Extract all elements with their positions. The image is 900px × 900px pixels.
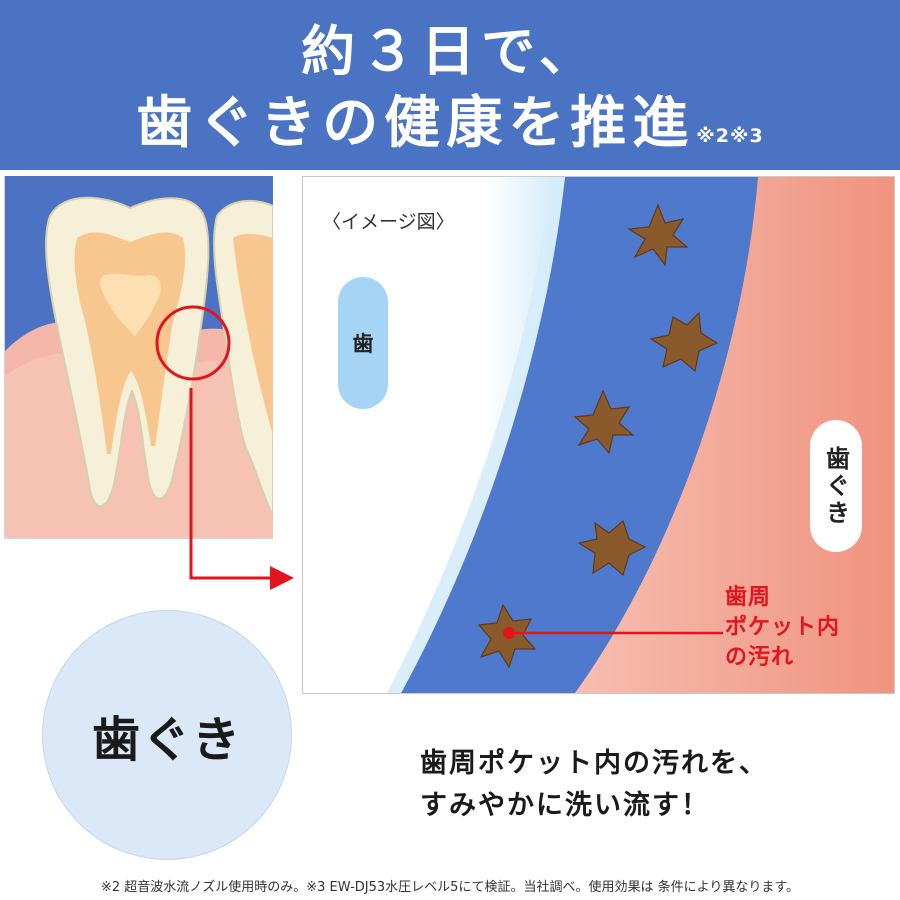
debris-particle — [627, 203, 689, 267]
benefit-caption: 歯周ポケット内の汚れを、 すみやかに洗い流す！ — [420, 743, 840, 827]
headline-line2: 歯ぐきの健康を推進※2※3 — [0, 92, 900, 168]
image-caption-label: 〈イメージ図〉 — [322, 211, 455, 233]
pocket-cross-section — [303, 177, 894, 693]
pocket-label-line1: 歯周 — [725, 585, 772, 610]
pocket-debris-label: 歯周 ポケット内 の汚れ — [725, 583, 895, 673]
tooth-illustration-panel — [4, 176, 273, 539]
gum-circle-badge: 歯ぐき — [42, 610, 292, 860]
debris-particle — [649, 311, 719, 373]
debris-particle — [573, 389, 635, 455]
headline-footnote-ref: ※2※3 — [696, 125, 764, 147]
pocket-label-line2: ポケット内 — [725, 615, 841, 640]
caption-line1: 歯周ポケット内の汚れを、 — [420, 748, 768, 779]
pocket-label-line3: の汚れ — [725, 645, 795, 670]
gum-circle-label: 歯ぐき — [91, 712, 242, 768]
debris-particle — [577, 519, 647, 577]
header-banner: 約３日で、 歯ぐきの健康を推進※2※3 — [0, 0, 900, 170]
pocket-detail-panel — [302, 176, 895, 694]
caption-line2: すみやかに洗い流す！ — [420, 790, 710, 821]
footnote: ※2 超音波水流ノズル使用時のみ。※3 EW-DJ53水圧レベル5にて検証。当社… — [100, 880, 800, 895]
tooth-label: 歯 — [352, 332, 374, 356]
tooth-illustration — [5, 176, 273, 538]
headline-line2-text: 歯ぐきの健康を推進 — [136, 91, 695, 156]
tooth-label-pill: 歯 — [338, 277, 388, 409]
gum-label: 歯ぐき — [821, 445, 850, 527]
headline-line1: 約３日で、 — [301, 20, 599, 83]
gum-label-pill: 歯ぐき — [810, 420, 862, 552]
